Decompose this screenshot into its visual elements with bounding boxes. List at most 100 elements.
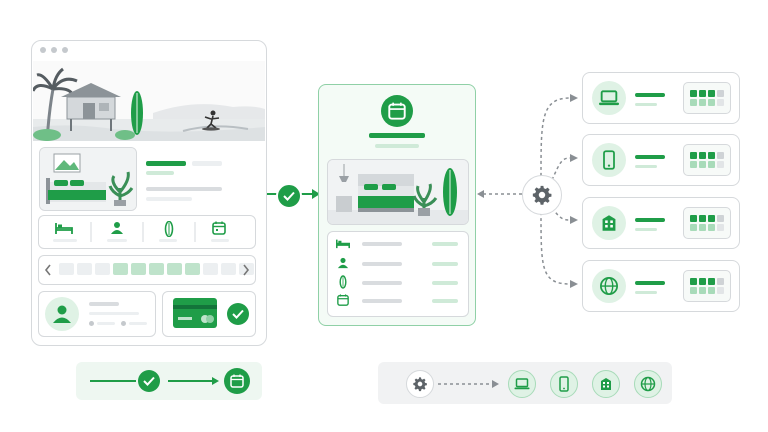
date-cell[interactable] [95,263,110,275]
check-icon [227,303,249,325]
detail-label-bar [362,299,402,303]
person-icon [337,257,349,269]
guest-info-card[interactable] [38,291,156,337]
channel-name-bar [635,155,665,159]
date-cell-selected[interactable] [149,263,164,275]
channel-name-bar [635,218,665,222]
channel-card[interactable] [582,134,740,186]
panel-title-bar [369,133,425,138]
surfboard-icon[interactable] [164,221,174,237]
bed-icon [336,238,350,249]
booking-flow-legend [76,362,262,400]
sync-arrow [438,380,499,388]
amenity-label-bar [107,239,127,242]
availability-cell [708,90,715,97]
amenity-dividers [90,222,196,242]
listing-description-bar [146,187,222,191]
person-icon[interactable] [110,221,124,235]
channel-name-bar [635,93,665,97]
calendar-icon [224,368,250,394]
building-icon [592,206,626,240]
browser-window [31,40,267,346]
bed-icon[interactable] [55,221,73,235]
availability-cell [690,287,697,294]
sync-hub[interactable] [522,175,562,215]
availability-cell [699,161,706,168]
date-cell[interactable] [77,263,92,275]
window-dot[interactable] [51,47,57,53]
availability-grid [683,207,731,239]
availability-cell [717,215,724,222]
window-controls [40,47,68,53]
gear-icon [532,185,552,205]
channel-status-bar [635,291,657,294]
payment-card[interactable] [162,291,256,337]
availability-cell [690,152,697,159]
chevron-right-icon[interactable] [242,264,250,276]
date-cell-selected[interactable] [167,263,182,275]
date-cell-selected[interactable] [185,263,200,275]
window-dot[interactable] [40,47,46,53]
calendar-icon [337,294,349,306]
availability-cell [717,99,724,106]
channel-card[interactable] [582,260,740,312]
availability-cell [699,224,706,231]
calendar-icon[interactable] [212,221,226,235]
availability-cell [708,287,715,294]
laptop-icon [508,370,536,398]
guest-detail-bar [97,322,115,325]
detail-value-bar [432,281,458,285]
date-cell[interactable] [221,263,236,275]
channel-card[interactable] [582,72,740,124]
chevron-left-icon[interactable] [44,264,52,276]
date-cell-selected[interactable] [131,263,146,275]
room-photo[interactable] [327,159,469,225]
availability-cell [717,161,724,168]
window-dot[interactable] [62,47,68,53]
availability-cell [708,278,715,285]
listing-description-bar [146,197,192,201]
surfboard-icon [339,275,347,289]
channel-status-bar [635,103,657,106]
availability-cell [690,224,697,231]
availability-grid [683,144,731,176]
detail-value-bar [432,242,458,246]
availability-grid [683,82,731,114]
date-cell[interactable] [59,263,74,275]
person-icon [53,305,71,323]
availability-cell [717,278,724,285]
availability-cell [708,224,715,231]
availability-cell [717,224,724,231]
beach-scene-illustration [33,61,265,141]
availability-cell [690,215,697,222]
amenity-label-bar [53,239,77,242]
date-cell-selected[interactable] [113,263,128,275]
booking-summary-panel [318,84,476,326]
availability-cell [708,215,715,222]
availability-cell [717,287,724,294]
detail-label-bar [362,262,402,266]
panel-subtitle-bar [375,144,419,148]
flow-arrows [90,377,219,385]
channel-card[interactable] [582,197,740,249]
gear-icon [406,370,434,398]
phone-icon [550,370,578,398]
availability-cell [699,99,706,106]
check-icon [276,183,302,209]
channel-status-bar [635,165,657,168]
listing-meta-bar [192,161,222,166]
availability-cell [699,215,706,222]
availability-cell [699,90,706,97]
date-cell[interactable] [203,263,218,275]
phone-icon [592,143,626,177]
availability-cell [699,287,706,294]
guest-dot [89,321,94,326]
amenities-row [38,215,256,249]
channel-name-bar [635,281,665,285]
listing-title-bar [146,161,186,166]
bedroom-illustration [40,148,136,210]
detail-value-bar [432,299,458,303]
listing-subtitle-bar [146,171,174,175]
globe-icon [592,269,626,303]
room-photo[interactable] [39,147,137,211]
